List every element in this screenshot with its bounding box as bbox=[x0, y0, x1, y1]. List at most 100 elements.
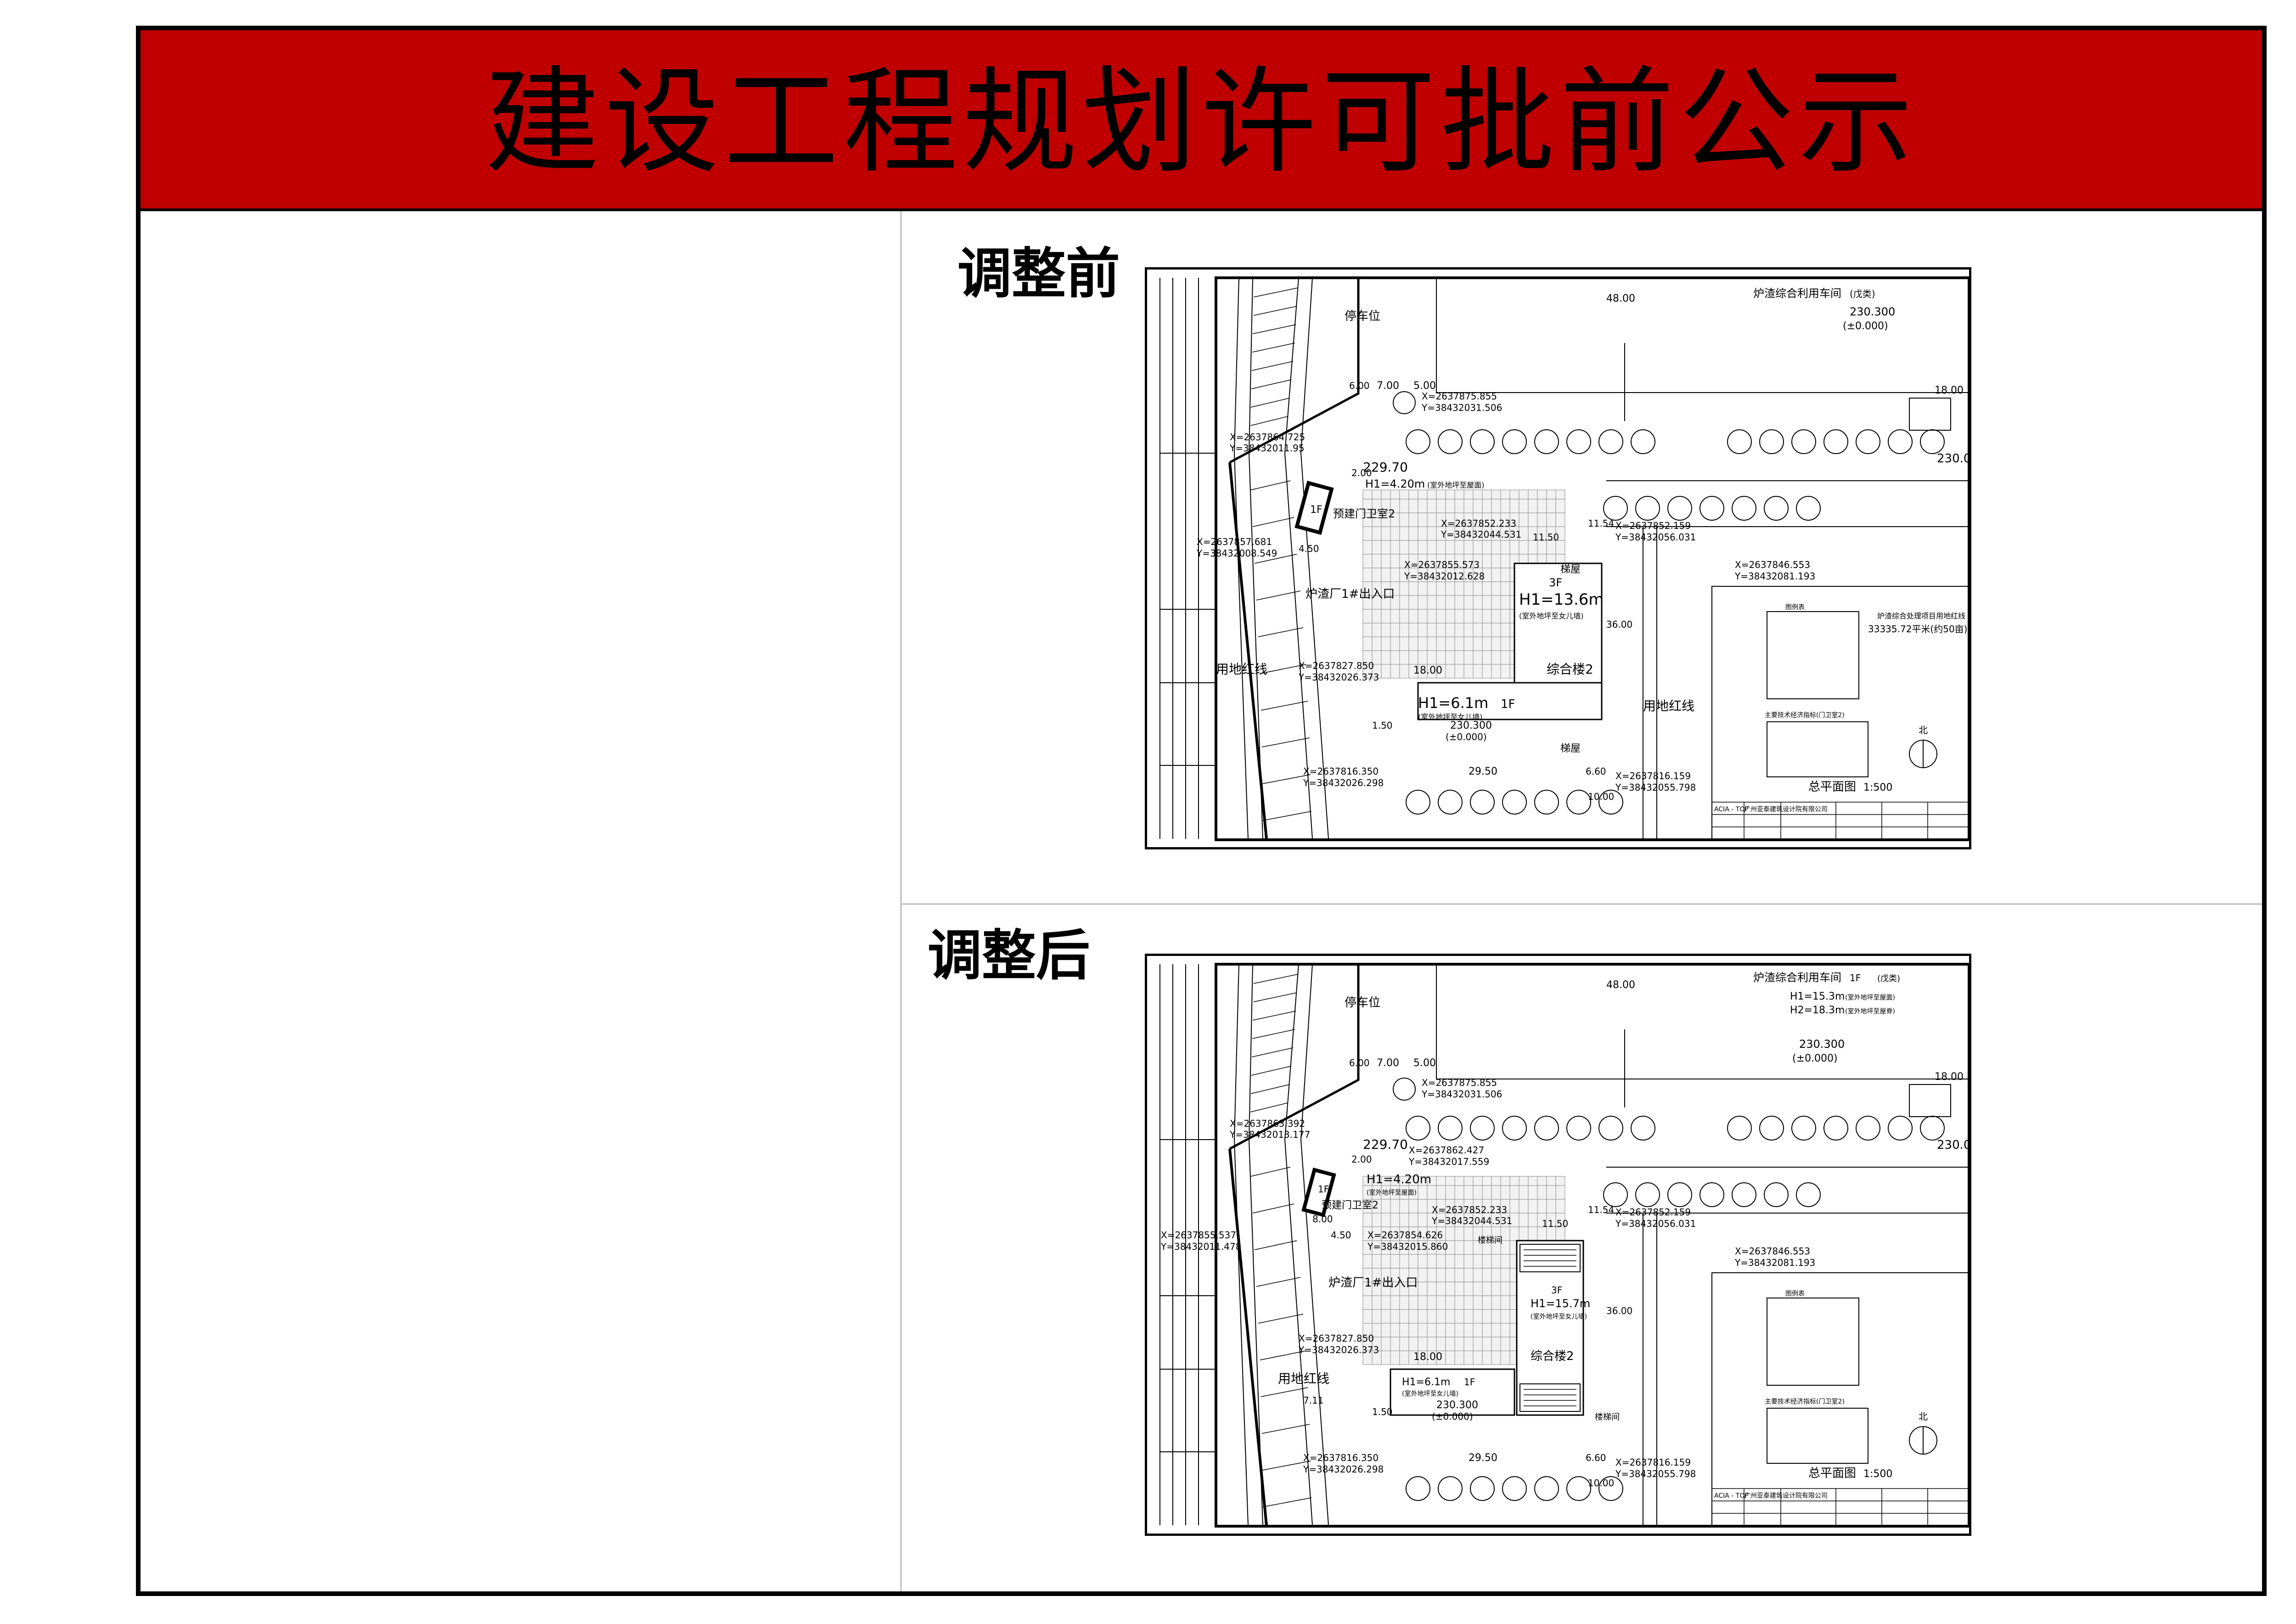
coord1-x: X=2637875.855 bbox=[1422, 1077, 1497, 1088]
elevation-230: 230.00 bbox=[1937, 1138, 1969, 1152]
elevation-main: 230.300 bbox=[1799, 1038, 1845, 1051]
entrance-label: 炉渣厂1#出入口 bbox=[1306, 587, 1395, 601]
coord6-x: X=2637855.573 bbox=[1404, 559, 1480, 570]
plan-title: 总平面图 bbox=[1808, 780, 1856, 794]
workshop-class: (戊类) bbox=[1877, 974, 1900, 983]
before-label: 调整前 bbox=[957, 242, 1120, 305]
plan-scale: 1:500 bbox=[1863, 1468, 1892, 1480]
site-area: 33335.72平米(约50亩) bbox=[1868, 624, 1967, 635]
dim-4-50: 4.50 bbox=[1331, 1230, 1351, 1241]
guard-floor: 1F bbox=[1310, 504, 1322, 516]
coord2-y: Y=38432013.177 bbox=[1229, 1129, 1310, 1140]
annex-elevation: 230.300 bbox=[1436, 1399, 1478, 1411]
coord7-x: X=2637857.681 bbox=[1197, 536, 1272, 547]
coord4-x: X=2637852.159 bbox=[1615, 520, 1691, 531]
dim-36: 36.00 bbox=[1606, 1305, 1632, 1316]
parking-label: 停车位 bbox=[1345, 309, 1380, 323]
dim-10: 10.00 bbox=[1588, 791, 1614, 802]
building-name: 综合楼2 bbox=[1531, 1349, 1574, 1363]
column-divider bbox=[900, 211, 902, 1591]
company-en: ACIA - TOP bbox=[1714, 1492, 1749, 1500]
workshop-name: 炉渣综合利用车间 bbox=[1753, 287, 1841, 300]
coord8-x: X=2637827.850 bbox=[1299, 660, 1374, 671]
page-title: 建设工程规划许可批前公示 bbox=[485, 55, 1918, 189]
guard-height: H1=4.20m bbox=[1367, 1173, 1431, 1186]
coord8-x: X=2637827.850 bbox=[1299, 1333, 1374, 1344]
dim-8: 8.00 bbox=[1312, 1214, 1333, 1225]
plan-scale: 1:500 bbox=[1863, 782, 1892, 793]
guard-floor: 1F bbox=[1318, 1184, 1329, 1195]
guard-height-note: (室外地坪至屋面) bbox=[1367, 1189, 1417, 1197]
annex-height-note: (室外地坪至女儿墙) bbox=[1418, 713, 1483, 721]
dim-11-50: 11.50 bbox=[1533, 532, 1559, 543]
annex-elevation-zero: (±0.000) bbox=[1432, 1411, 1473, 1422]
annex-height: H1=6.1m bbox=[1418, 694, 1488, 712]
annex-floor: 1F bbox=[1464, 1377, 1475, 1388]
coord5-y: Y=38432081.193 bbox=[1734, 1257, 1815, 1268]
coord6-y: Y=38432015.860 bbox=[1367, 1241, 1448, 1252]
coord2b-x: X=2637862.427 bbox=[1409, 1145, 1484, 1156]
dim-6: 6.00 bbox=[1349, 1057, 1370, 1068]
redline-left-label: 用地红线 bbox=[1216, 662, 1267, 677]
north-label: 北 bbox=[1919, 725, 1928, 736]
dim-10: 10.00 bbox=[1588, 1478, 1614, 1489]
building-height-note: (室外地坪至女儿墙) bbox=[1531, 1313, 1587, 1321]
workshop-h1: H1=15.3m bbox=[1790, 991, 1845, 1002]
elevation-zero: (±0.000) bbox=[1843, 320, 1888, 332]
dim-2: 2.00 bbox=[1351, 1154, 1372, 1165]
guard-name: 预建门卫室2 bbox=[1322, 1200, 1379, 1211]
dim-6-60: 6.60 bbox=[1586, 1452, 1606, 1463]
coord2-y: Y=38432011.95 bbox=[1229, 443, 1305, 454]
building-height-note: (室外地坪至女儿墙) bbox=[1519, 612, 1584, 620]
coord10-y: Y=38432055.798 bbox=[1615, 1468, 1696, 1479]
annex-elevation: 230.300 bbox=[1450, 720, 1492, 731]
row-divider bbox=[900, 903, 2262, 905]
coord4-x: X=2637852.159 bbox=[1615, 1207, 1691, 1218]
coord2-x: X=2637864.725 bbox=[1230, 432, 1305, 443]
before-site-plan: 炉渣综合利用车间 (戊类) 230.300 (±0.000) 18.00 230… bbox=[1145, 267, 1971, 849]
annex-height-note: (室外地坪至女儿墙) bbox=[1402, 1390, 1458, 1398]
coord2b-y: Y=38432017.559 bbox=[1408, 1156, 1489, 1167]
dim-18: 18.00 bbox=[1935, 385, 1964, 396]
site-title: 炉渣综合处理项目用地红线 bbox=[1877, 612, 1965, 620]
coord3-x: X=2637852.233 bbox=[1441, 518, 1516, 529]
guard-height: H1=4.20m bbox=[1365, 478, 1425, 490]
elevation-229: 229.70 bbox=[1363, 460, 1408, 475]
dim-11-50: 11.50 bbox=[1542, 1218, 1568, 1229]
dim-7: 7.00 bbox=[1377, 380, 1399, 392]
coord1-y: Y=38432031.506 bbox=[1421, 402, 1502, 413]
coord5-y: Y=38432081.193 bbox=[1734, 571, 1815, 582]
coord4-y: Y=38432056.031 bbox=[1615, 1218, 1696, 1229]
workshop-class: (戊类) bbox=[1850, 288, 1875, 299]
dim-1-50: 1.50 bbox=[1372, 720, 1393, 731]
coord7-x: X=2637855.537 bbox=[1161, 1230, 1236, 1241]
elevation-230: 230.00 bbox=[1937, 452, 1969, 466]
after-site-plan: 炉渣综合利用车间 1F (戊类) H1=15.3m (室外地坪至屋面) H2=1… bbox=[1145, 954, 1971, 1536]
building-height: H1=13.6m bbox=[1519, 590, 1604, 609]
coord9-x: X=2637816.350 bbox=[1303, 766, 1379, 777]
entrance-label: 炉渣厂1#出入口 bbox=[1328, 1276, 1418, 1290]
coord7-y: Y=38432008.549 bbox=[1196, 548, 1277, 559]
company-name: 广州亚泰建筑设计院有限公司 bbox=[1744, 1492, 1828, 1500]
annex-elevation-zero: (±0.000) bbox=[1446, 731, 1487, 742]
dim-2: 2.00 bbox=[1351, 467, 1372, 478]
parking-label: 停车位 bbox=[1345, 996, 1380, 1010]
company-en: ACIA - TOP bbox=[1714, 806, 1749, 813]
coord3-x: X=2637852.233 bbox=[1432, 1204, 1507, 1215]
guard-name: 预建门卫室2 bbox=[1333, 507, 1395, 520]
building-floors: 3F bbox=[1549, 576, 1562, 589]
coord5-x: X=2637846.553 bbox=[1735, 559, 1810, 570]
dim-29-50: 29.50 bbox=[1469, 766, 1497, 777]
elevation-main: 230.300 bbox=[1850, 305, 1895, 318]
redline-left-label: 用地红线 bbox=[1278, 1371, 1329, 1386]
coord6-y: Y=38432012.628 bbox=[1404, 571, 1485, 582]
building-name: 综合楼2 bbox=[1547, 662, 1593, 677]
stair-label-1: 梯屋 bbox=[1560, 564, 1581, 575]
workshop-h2: H2=18.3m bbox=[1790, 1005, 1845, 1016]
plan-title: 总平面图 bbox=[1808, 1467, 1856, 1480]
dim-48: 48.00 bbox=[1606, 979, 1635, 991]
coord8-y: Y=38432026.373 bbox=[1298, 672, 1379, 683]
dim-1-50: 1.50 bbox=[1372, 1406, 1393, 1417]
dim-29-50: 29.50 bbox=[1469, 1452, 1497, 1464]
guard-height-note: (室外地坪至屋面) bbox=[1427, 481, 1485, 489]
